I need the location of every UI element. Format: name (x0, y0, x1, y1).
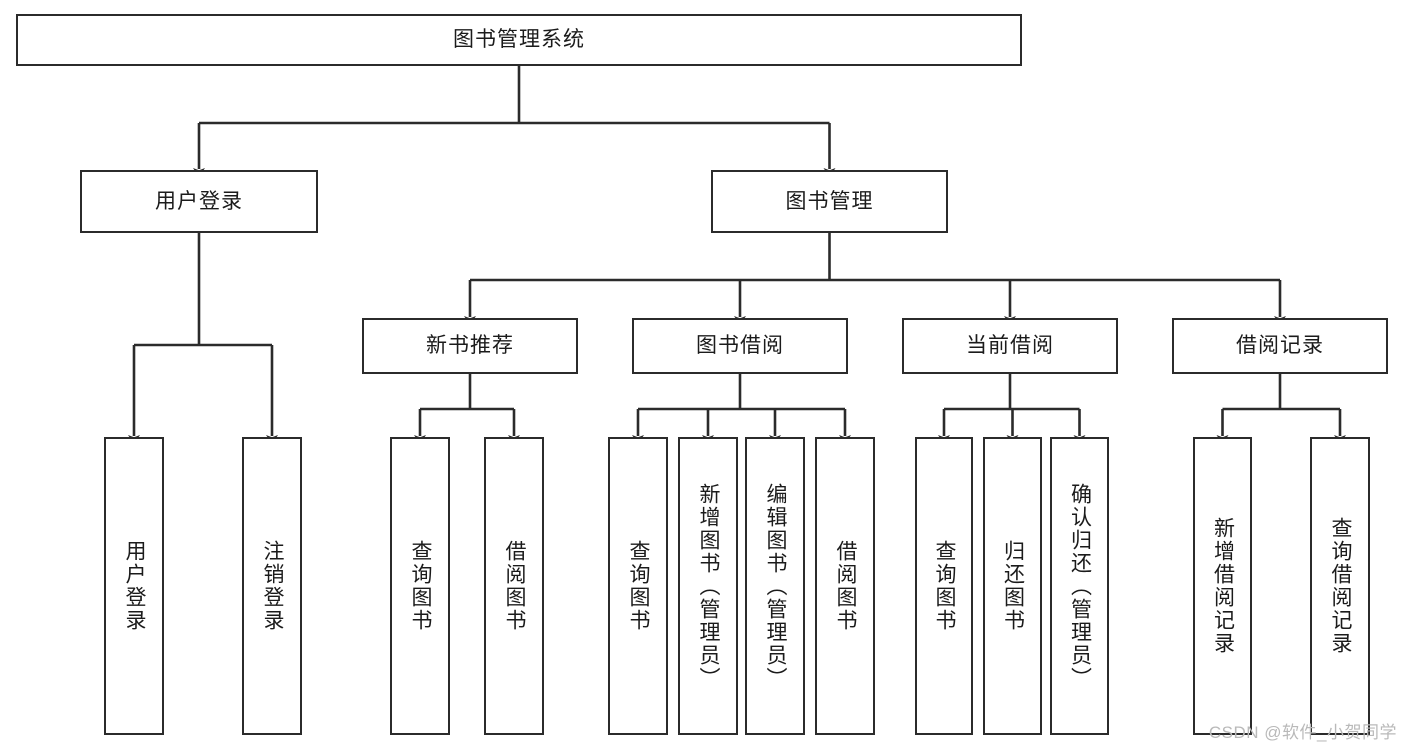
node-label: 图书管理 (785, 189, 874, 213)
node-leaf-rec-query[interactable]: 查询图书 (390, 437, 450, 735)
node-leaf-br-add[interactable]: 新增借阅记录 (1193, 437, 1252, 735)
node-root[interactable]: 图书管理系统 (16, 14, 1022, 66)
node-label: 用户登录 (123, 540, 146, 632)
node-borrow-records[interactable]: 借阅记录 (1172, 318, 1388, 374)
node-label: 图书管理系统 (453, 28, 585, 52)
node-label: 确认归还（管理员） (1068, 482, 1092, 690)
node-label: 注销登录 (261, 540, 284, 632)
node-leaf-cb-confirm[interactable]: 确认归还（管理员） (1050, 437, 1109, 735)
node-leaf-cb-return[interactable]: 归还图书 (983, 437, 1042, 735)
node-leaf-bb-borrow[interactable]: 借阅图书 (815, 437, 875, 735)
node-label: 借阅图书 (834, 540, 857, 632)
node-label: 编辑图书（管理员） (764, 482, 787, 690)
node-label: 新增图书（管理员） (697, 482, 720, 690)
node-label: 查询图书 (627, 540, 650, 632)
node-label: 用户登录 (155, 189, 243, 213)
node-current-borrow[interactable]: 当前借阅 (902, 318, 1118, 374)
node-label: 当前借阅 (966, 334, 1054, 358)
node-label: 新书推荐 (426, 334, 514, 358)
watermark: CSDN @软件_小贺同学 (1208, 723, 1397, 742)
node-label: 查询借阅记录 (1329, 517, 1352, 655)
node-label: 借阅图书 (503, 540, 526, 632)
node-leaf-bb-add[interactable]: 新增图书（管理员） (678, 437, 738, 735)
node-label: 图书借阅 (696, 334, 784, 358)
node-leaf-rec-borrow[interactable]: 借阅图书 (484, 437, 544, 735)
node-label: 查询图书 (933, 540, 956, 632)
node-label: 查询图书 (409, 540, 432, 632)
node-leaf-bb-edit[interactable]: 编辑图书（管理员） (745, 437, 805, 735)
node-leaf-cb-query[interactable]: 查询图书 (915, 437, 973, 735)
node-leaf-br-query[interactable]: 查询借阅记录 (1310, 437, 1370, 735)
node-user-login[interactable]: 用户登录 (80, 170, 318, 233)
node-leaf-logout[interactable]: 注销登录 (242, 437, 302, 735)
node-leaf-user-login[interactable]: 用户登录 (104, 437, 164, 735)
node-new-book-rec[interactable]: 新书推荐 (362, 318, 578, 374)
node-label: 借阅记录 (1236, 334, 1324, 358)
node-label: 新增借阅记录 (1211, 517, 1235, 655)
node-leaf-bb-query[interactable]: 查询图书 (608, 437, 668, 735)
node-book-manage[interactable]: 图书管理 (711, 170, 948, 233)
node-book-borrow[interactable]: 图书借阅 (632, 318, 848, 374)
node-label: 归还图书 (1001, 540, 1025, 632)
